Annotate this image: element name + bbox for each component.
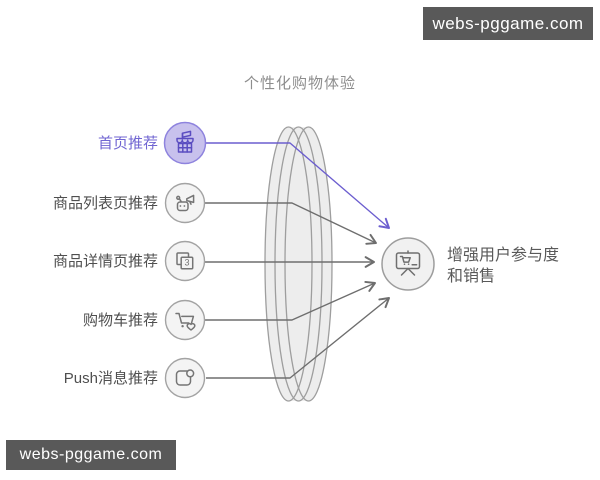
diagram-title: 个性化购物体验 bbox=[243, 75, 356, 92]
robot-megaphone-icon bbox=[176, 194, 195, 212]
node-push bbox=[164, 357, 206, 399]
store-icon bbox=[176, 130, 194, 153]
arrow-list-to-result bbox=[205, 202, 377, 245]
watermark-bottom-left: webs-pggame.com bbox=[6, 440, 176, 470]
page-count-badge: 3 bbox=[184, 258, 189, 268]
label-result: 增强用户参与度和销售 bbox=[447, 247, 560, 285]
notification-icon bbox=[175, 369, 195, 386]
arrow-home-to-result bbox=[206, 142, 390, 229]
label-product-list: 商品列表页推荐 bbox=[52, 195, 158, 212]
arrow-cart-to-result bbox=[205, 280, 376, 321]
node-product-list bbox=[164, 182, 206, 224]
cart-heart-icon bbox=[175, 312, 196, 331]
node-result bbox=[381, 237, 435, 291]
label-homepage: 首页推荐 bbox=[97, 135, 158, 152]
node-circle bbox=[164, 357, 206, 399]
label-product-detail: 商品详情页推荐 bbox=[52, 253, 158, 270]
stacked-pages-icon: 3 bbox=[176, 252, 194, 270]
funnel-lens-shape bbox=[264, 126, 333, 402]
node-circle bbox=[164, 182, 206, 224]
node-circle bbox=[164, 299, 206, 341]
presentation-board-cart-icon bbox=[395, 250, 421, 276]
node-product-detail: 3 bbox=[164, 240, 206, 282]
label-push: Push消息推荐 bbox=[63, 370, 158, 387]
arrow-push-to-result bbox=[206, 297, 390, 379]
connector-arrows bbox=[205, 142, 390, 379]
node-cart bbox=[164, 299, 206, 341]
watermark-top-right: webs-pggame.com bbox=[423, 7, 593, 40]
label-cart: 购物车推荐 bbox=[82, 312, 158, 329]
node-homepage bbox=[163, 121, 207, 165]
